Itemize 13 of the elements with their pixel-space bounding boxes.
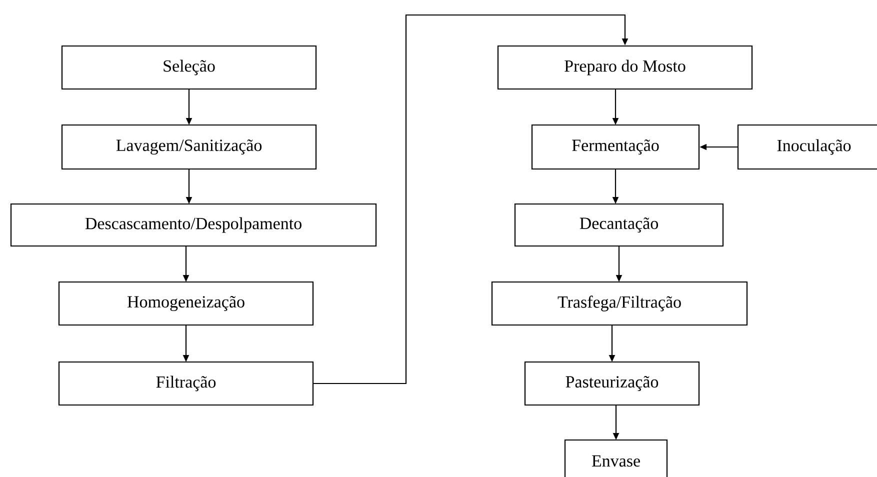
process-box: Trasfega/Filtração [491, 281, 748, 326]
process-box: Lavagem/Sanitização [61, 124, 317, 170]
process-box: Inoculação [737, 124, 877, 170]
process-box: Homogeneização [58, 281, 314, 326]
arrow [314, 14, 628, 384]
process-box: Fermentação [531, 124, 700, 170]
process-box: Pasteurização [524, 361, 700, 406]
process-box: Filtração [58, 361, 314, 406]
process-box: Descascamento/Despolpamento [10, 203, 377, 247]
process-box: Seleção [61, 45, 317, 90]
process-box: Decantação [514, 203, 724, 247]
process-box: Envase [564, 439, 668, 477]
process-box: Preparo do Mosto [497, 45, 753, 90]
